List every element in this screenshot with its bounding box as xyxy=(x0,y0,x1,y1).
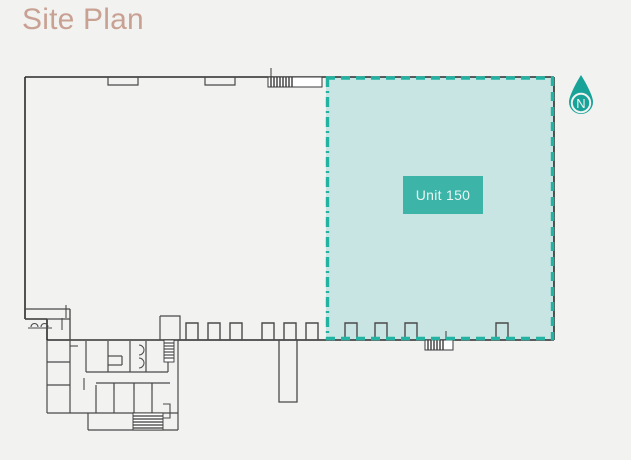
unit-highlight-border[interactable] xyxy=(325,76,555,341)
page-title: Site Plan xyxy=(22,3,144,36)
stair-hatch-icon xyxy=(163,339,175,363)
door-bay-icon xyxy=(107,77,139,86)
north-letter: N xyxy=(576,96,585,111)
stair-hatch-icon xyxy=(424,331,454,351)
unit-label-badge[interactable]: Unit 150 xyxy=(403,176,483,214)
stair-hatch-icon xyxy=(132,403,171,431)
north-arrow-glyph: N xyxy=(569,75,593,114)
lower-left-floorplan xyxy=(25,305,181,431)
door-bay-icon xyxy=(204,77,236,86)
bottom-wall-bays-left xyxy=(185,322,319,340)
bottom-wall-bays-unit xyxy=(344,322,509,340)
loading-ramp xyxy=(278,340,298,403)
top-wall-features xyxy=(107,68,323,88)
north-circle xyxy=(570,92,592,114)
north-arrow-icon[interactable]: N xyxy=(563,73,599,119)
stair-hatch-icon xyxy=(267,68,323,88)
